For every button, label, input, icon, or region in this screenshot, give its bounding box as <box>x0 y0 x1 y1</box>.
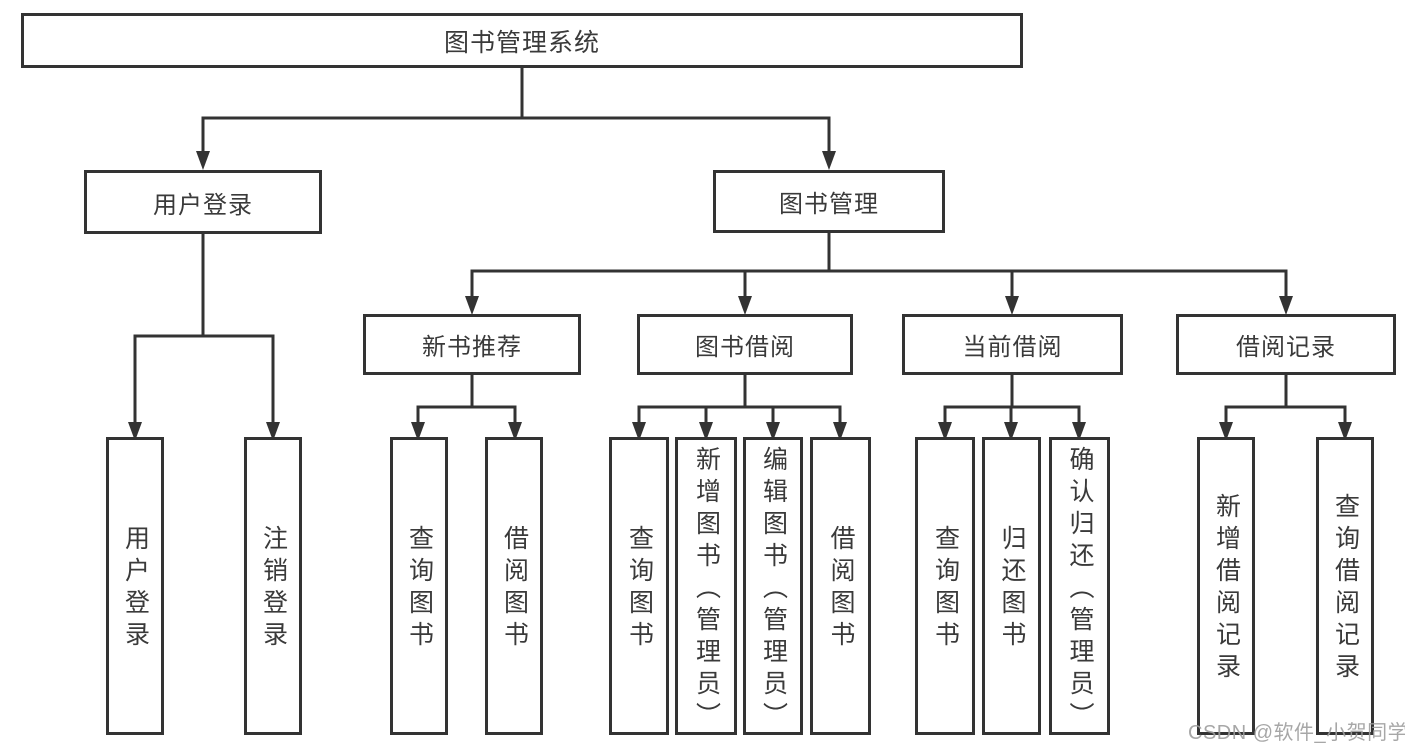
node-book-borrowing: 图书借阅 <box>637 314 853 375</box>
arrowhead-icon <box>1004 422 1018 441</box>
node-library-management-system: 图书管理系统 <box>21 13 1023 68</box>
arrowhead-icon <box>128 422 142 441</box>
arrowheads <box>128 151 1352 441</box>
leaf-user-login: 用户登录 <box>106 437 164 735</box>
leaf-add-books-admin: 新增图书（管理员） <box>675 437 737 735</box>
leaf-return-books: 归还图书 <box>982 437 1041 735</box>
arrowhead-icon <box>196 151 210 170</box>
arrowhead-icon <box>1219 422 1233 441</box>
leaf-borrow-books-recommend: 借阅图书 <box>485 437 543 735</box>
node-user-login: 用户登录 <box>84 170 322 234</box>
leaf-query-books-current: 查询图书 <box>915 437 975 735</box>
arrowhead-icon <box>738 296 752 315</box>
arrowhead-icon <box>465 296 479 315</box>
node-current-borrowing: 当前借阅 <box>902 314 1123 375</box>
arrowhead-icon <box>822 151 836 170</box>
leaf-query-books-borrowing: 查询图书 <box>609 437 669 735</box>
arrowhead-icon <box>411 422 425 441</box>
arrowhead-icon <box>508 422 522 441</box>
arrowhead-icon <box>699 422 713 441</box>
node-book-management: 图书管理 <box>713 170 945 233</box>
leaf-logout: 注销登录 <box>244 437 302 735</box>
csdn-watermark: CSDN @软件_小贺同学 <box>1188 722 1405 744</box>
arrowhead-icon <box>1279 296 1293 315</box>
node-borrowing-records: 借阅记录 <box>1176 314 1396 375</box>
arrowhead-icon <box>1072 422 1086 441</box>
leaf-borrow-books: 借阅图书 <box>810 437 871 735</box>
arrowhead-icon <box>1005 296 1019 315</box>
leaf-query-borrow-record: 查询借阅记录 <box>1316 437 1374 735</box>
arrowhead-icon <box>266 422 280 441</box>
arrowhead-icon <box>632 422 646 441</box>
connector-path <box>133 68 1347 423</box>
leaf-query-books-recommend: 查询图书 <box>390 437 448 735</box>
leaf-edit-books-admin: 编辑图书（管理员） <box>743 437 803 735</box>
arrowhead-icon <box>833 422 847 441</box>
arrowhead-icon <box>938 422 952 441</box>
node-new-book-recommendation: 新书推荐 <box>363 314 581 375</box>
arrowhead-icon <box>1338 422 1352 441</box>
leaf-confirm-return-admin: 确认归还（管理员） <box>1049 437 1110 735</box>
leaf-add-borrow-record: 新增借阅记录 <box>1197 437 1255 735</box>
arrowhead-icon <box>766 422 780 441</box>
